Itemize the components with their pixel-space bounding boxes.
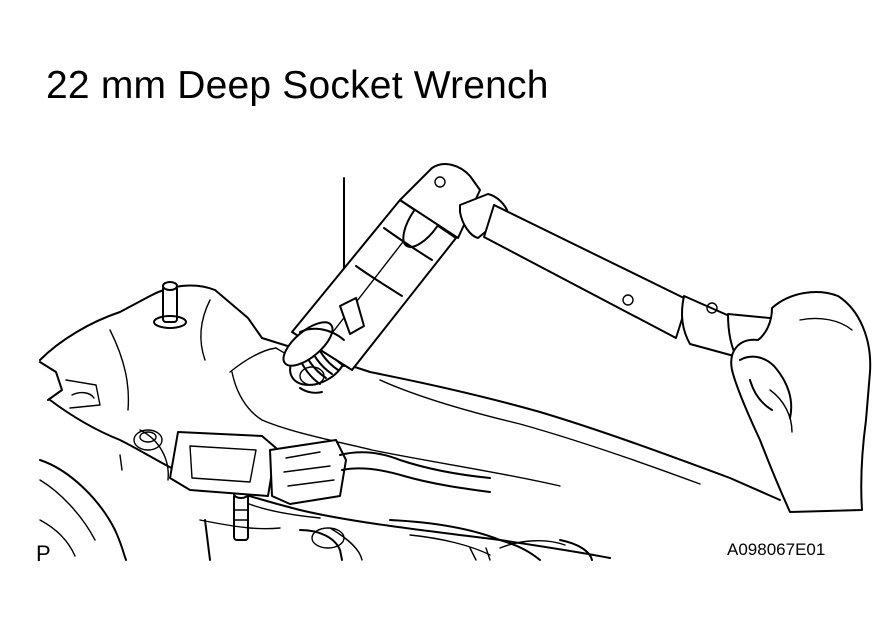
deep-socket-wrench [277, 164, 480, 373]
torque-wrench [460, 194, 800, 360]
corner-mark: P [36, 541, 51, 566]
hand [731, 292, 870, 512]
figure-id: A098067E01 [727, 540, 826, 559]
bolt-studs [154, 282, 248, 540]
engine-block [40, 285, 780, 560]
diagram-title: 22 mm Deep Socket Wrench [46, 64, 549, 107]
wire-connector [170, 432, 490, 529]
